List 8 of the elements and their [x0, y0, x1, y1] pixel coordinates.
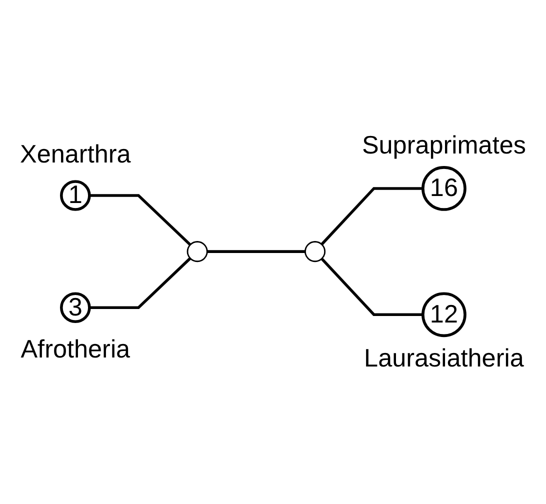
species-count: 3: [68, 293, 82, 322]
clade-name: Laurasiatheria: [364, 344, 524, 373]
species-count: 16: [430, 174, 458, 202]
clade-name: Afrotheria: [20, 336, 130, 364]
clade-name: Xenarthra: [20, 141, 131, 169]
species-count: 12: [430, 300, 458, 328]
clade-name: Supraprimates: [362, 132, 526, 160]
species-count: 1: [68, 181, 82, 210]
